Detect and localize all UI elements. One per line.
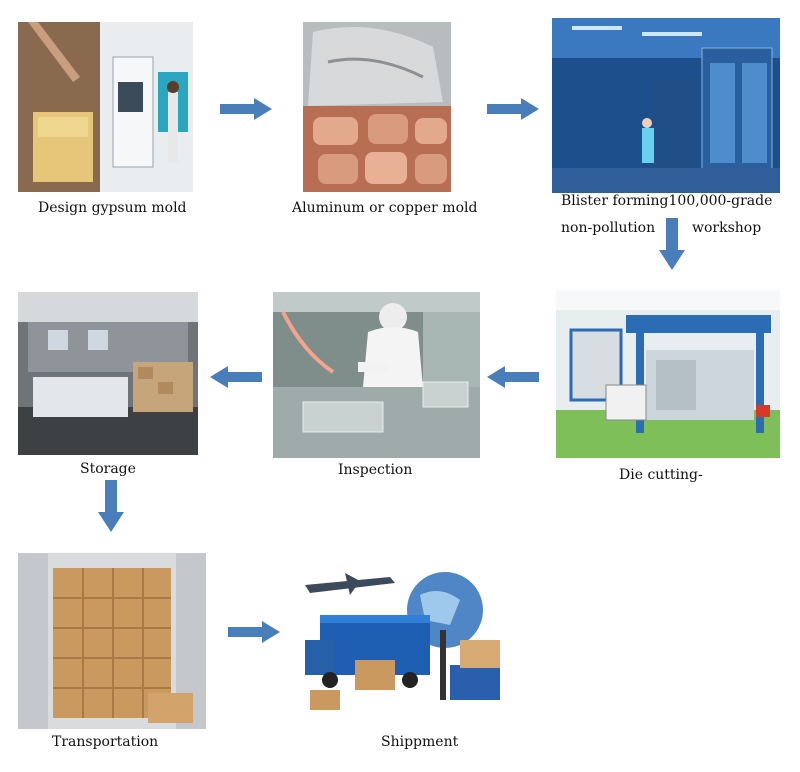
caption-blister-forming-line1: Blister forming100,000-grade [561,193,773,209]
caption-inspection: Inspection [338,462,413,478]
arrow-right-3 [228,621,280,643]
arrow-left-1 [210,366,262,388]
photo-die-cutting [556,290,780,458]
caption-blister-forming-line2b: workshop [692,220,762,236]
arrow-right-1 [220,98,272,120]
arrow-down-1 [659,218,685,270]
arrow-down-2 [98,480,124,532]
caption-aluminum-copper-mold: Aluminum or copper mold [292,200,478,216]
photo-inspection [273,292,480,458]
caption-storage: Storage [80,461,136,477]
photo-design-gypsum-mold [18,22,193,192]
caption-die-cutting: Die cutting- [619,467,703,483]
photo-storage [18,292,198,455]
caption-shippment: Shippment [381,734,459,750]
caption-blister-forming-line2a: non-pollution [561,220,656,236]
photo-blister-forming-workshop [552,18,780,193]
arrow-right-2 [487,98,539,120]
caption-design-gypsum-mold: Design gypsum mold [38,200,187,216]
photo-aluminum-copper-mold [303,22,451,192]
photo-shippment [300,555,518,727]
arrow-left-2 [487,366,539,388]
photo-transportation [18,553,206,729]
caption-transportation: Transportation [52,734,159,750]
